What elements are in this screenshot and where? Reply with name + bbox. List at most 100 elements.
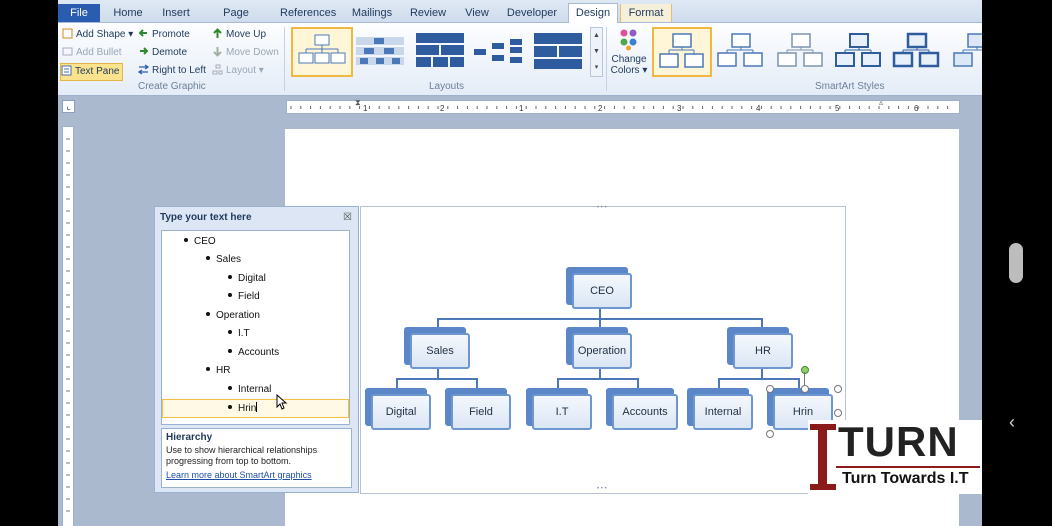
list-item[interactable]: Internal (228, 384, 271, 395)
tab-format[interactable]: Format (620, 4, 672, 22)
list-item[interactable]: Operation (206, 310, 260, 321)
bullet-icon (228, 275, 232, 279)
text-pane-button[interactable]: Text Pane (60, 63, 124, 81)
ruler-number: 6 (914, 104, 919, 113)
ruler-number: 4 (756, 104, 761, 113)
layout-icon (212, 64, 223, 75)
tab-review[interactable]: Review (409, 7, 447, 19)
org-chart-node-field[interactable]: Field (445, 388, 511, 430)
layout-table-hierarchy-thumb[interactable] (414, 31, 466, 71)
color-palette-icon (620, 29, 637, 51)
resize-handle[interactable] (834, 409, 842, 417)
list-item[interactable]: Digital (228, 273, 266, 284)
smartart-style-moderate-effect[interactable] (832, 31, 886, 71)
right-to-left-button[interactable]: Right to Left (137, 63, 206, 79)
vertical-ruler[interactable] (62, 126, 74, 526)
node-label: CEO (572, 273, 632, 309)
horizontal-ruler[interactable]: 121234567 ⧗ ▵ (286, 98, 960, 114)
list-item[interactable]: Accounts (228, 347, 279, 358)
tab-file[interactable]: File (58, 4, 100, 22)
move-up-button[interactable]: Move Up (212, 27, 266, 43)
org-chart-node-it[interactable]: I.T (526, 388, 592, 430)
move-down-icon (212, 46, 223, 57)
list-item[interactable]: HR (206, 365, 230, 376)
node-label: Accounts (612, 394, 678, 430)
smartart-style-simple-fill[interactable] (652, 27, 712, 77)
text-pane-icon (61, 65, 72, 76)
node-label: I.T (532, 394, 592, 430)
node-label: Digital (371, 394, 431, 430)
chevron-left-icon[interactable]: ‹ (1009, 412, 1015, 432)
tab-design[interactable]: Design (568, 3, 618, 23)
resize-handle[interactable] (834, 385, 842, 393)
tab-selector[interactable]: ⌞ (62, 100, 75, 113)
ruler-number: 2 (598, 104, 603, 113)
org-chart-node-internal[interactable]: Internal (687, 388, 753, 430)
add-bullet-button[interactable]: Add Bullet (62, 45, 122, 61)
rotate-handle-line (804, 372, 805, 387)
ruler-number: 1 (519, 104, 524, 113)
frame-resize-handle[interactable]: • • • (597, 486, 607, 492)
layout-button[interactable]: Layout ▾ (212, 63, 264, 79)
smartart-style-white-outline[interactable] (714, 31, 768, 71)
list-item[interactable]: Hrin (228, 402, 258, 414)
right-indent-marker-icon[interactable]: ▵ (879, 98, 884, 107)
org-chart-node-operation[interactable]: Operation (566, 327, 632, 369)
indent-marker-icon[interactable]: ⧗ (355, 98, 361, 107)
tab-mailings[interactable]: Mailings (351, 7, 393, 19)
style-subtle-effect-icon (777, 33, 823, 67)
list-item[interactable]: Sales (206, 254, 241, 265)
layout-block-hierarchy-thumb[interactable] (532, 31, 584, 71)
tab-home[interactable]: Home (113, 7, 143, 19)
move-down-button[interactable]: Move Down (212, 45, 279, 61)
smartart-style-polished[interactable] (950, 31, 982, 71)
layout-description-line: Use to show hierarchical relationships (166, 445, 318, 455)
learn-more-link[interactable]: Learn more about SmartArt graphics (166, 470, 312, 480)
text-pane-list[interactable]: CEO Sales Digital Field Operation I.T Ac… (161, 230, 350, 425)
add-shape-button[interactable]: Add Shape ▾ (62, 27, 133, 43)
org-chart-node-accounts[interactable]: Accounts (606, 388, 678, 430)
org-chart-node-digital[interactable]: Digital (365, 388, 431, 430)
smartart-style-subtle-effect[interactable] (774, 31, 828, 71)
style-polished-icon (953, 33, 982, 67)
bullet-icon (228, 330, 232, 334)
scroll-indicator[interactable] (1009, 243, 1023, 283)
smartart-canvas[interactable]: • • • • • • CEO Sales Operation HR Digit… (360, 205, 846, 494)
list-item[interactable]: CEO (184, 236, 216, 247)
tab-references[interactable]: References (280, 7, 337, 19)
bullet-icon (228, 386, 232, 390)
resize-handle[interactable] (801, 385, 809, 393)
smartart-styles-group-label: SmartArt Styles (815, 81, 885, 92)
node-label: Operation (572, 333, 632, 369)
layout-hierarchy-thumb[interactable] (291, 27, 353, 77)
move-up-icon (212, 28, 223, 39)
demote-button[interactable]: Demote (138, 45, 187, 61)
ruler-number: 5 (835, 104, 840, 113)
layout-horizontal-hierarchy-thumb[interactable] (472, 35, 524, 69)
connector-line (557, 378, 639, 380)
add-shape-icon (62, 28, 73, 39)
org-chart-node-hrin[interactable]: Hrin (767, 388, 833, 430)
close-icon[interactable]: ☒ (343, 212, 352, 223)
layouts-gallery-scroll[interactable]: ▲▼▾ (590, 27, 603, 77)
tab-page-layout[interactable]: Page Layout (219, 7, 252, 37)
smartart-style-intense-effect[interactable] (890, 31, 944, 71)
resize-handle[interactable] (766, 430, 774, 438)
rotate-handle[interactable] (801, 366, 809, 374)
list-item[interactable]: Field (228, 291, 260, 302)
right-to-left-label: Right to Left (152, 65, 206, 76)
org-chart-node-sales[interactable]: Sales (404, 327, 470, 369)
node-label: Field (451, 394, 511, 430)
tab-developer[interactable]: Developer (506, 7, 558, 19)
promote-button[interactable]: Promote (138, 27, 190, 43)
move-up-label: Move Up (226, 29, 267, 40)
tab-insert[interactable]: Insert (162, 7, 190, 19)
frame-resize-handle[interactable]: • • • (597, 205, 607, 211)
list-item[interactable]: I.T (228, 328, 250, 339)
resize-handle[interactable] (766, 385, 774, 393)
tab-view[interactable]: View (465, 7, 489, 19)
org-chart-node-ceo[interactable]: CEO (566, 267, 632, 309)
org-chart-node-hr[interactable]: HR (727, 327, 793, 369)
layout-labeled-hierarchy-thumb[interactable] (354, 31, 406, 69)
